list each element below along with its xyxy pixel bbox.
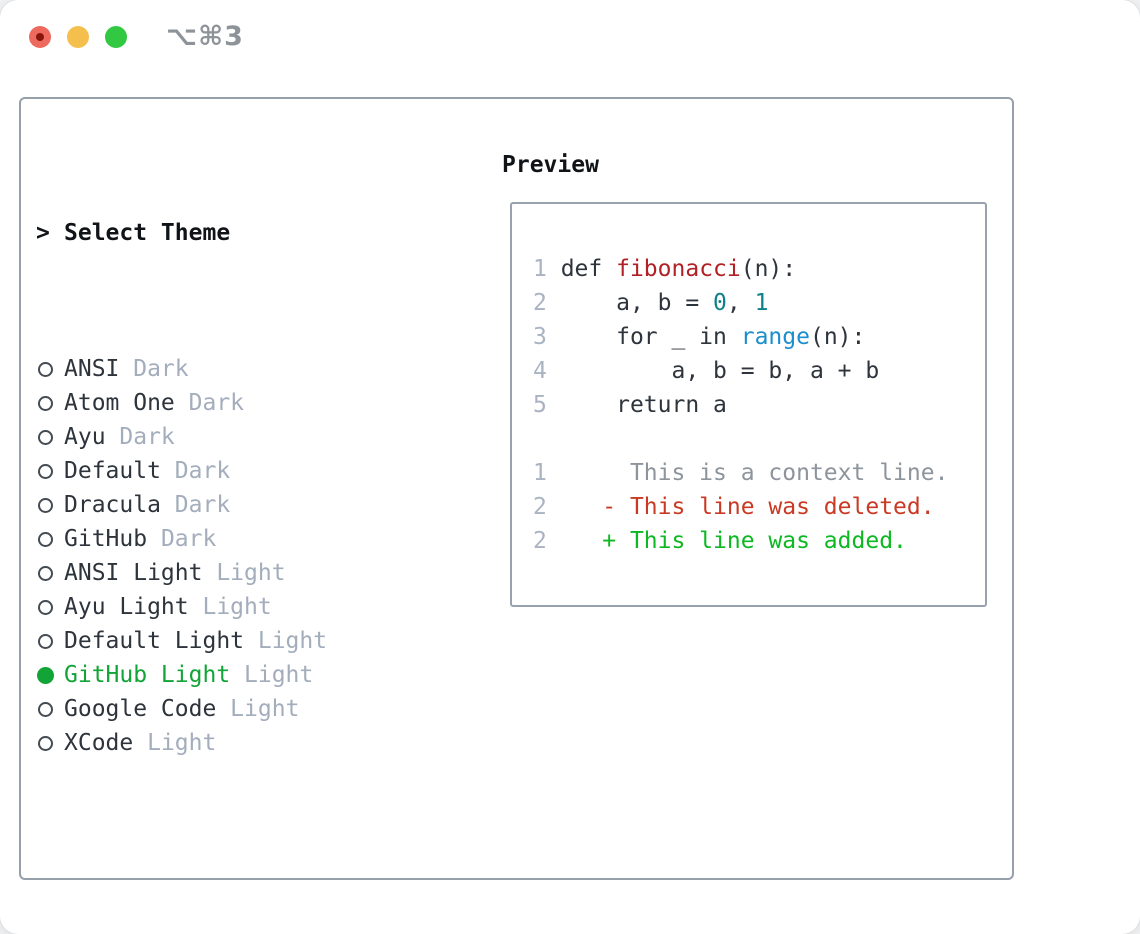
select-theme-header-label: Select Theme [64,220,231,246]
theme-variant: Dark [105,424,175,450]
code-segment-code: def [546,256,617,282]
theme-option-xcode[interactable]: XCode Light [36,726,424,760]
code-line: 5 return a [533,388,985,422]
theme-name: Ayu Light [64,594,189,620]
titlebar: ⌥⌘3 [0,0,1140,72]
window-title: ⌥⌘3 [166,21,244,52]
selection-caret-icon: > [36,220,50,246]
code-segment-num: 2 [533,528,547,554]
code-segment-code [547,494,602,520]
zoom-button-icon[interactable] [105,26,127,48]
code-segment-ctx: This is a context line. [546,460,949,486]
theme-option-ayu-light[interactable]: Ayu Light Light [36,590,424,624]
code-segment-del: - This line was deleted. [602,494,935,520]
radio-unselected-icon [38,361,53,377]
code-segment-code [547,528,602,554]
radio-unselected-icon [38,395,53,411]
radio-unselected-icon [38,497,53,513]
theme-name: XCode [64,730,134,756]
theme-name: GitHub [64,526,148,552]
theme-variant: Dark [160,492,231,518]
radio-unselected-icon [38,633,53,649]
theme-variant: Dark [147,526,217,552]
code-segment-num: 4 [533,358,547,384]
code-segment-lit: 0 [713,290,727,316]
theme-option-atom-one[interactable]: Atom One Dark [36,386,424,420]
code-line: 1 This is a context line. [533,456,985,490]
theme-variant: Dark [119,356,189,382]
theme-variant: Light [202,560,286,586]
code-segment-call: range [740,324,810,350]
code-segment-code: (n): [740,256,797,282]
theme-variant: Dark [174,390,245,416]
theme-option-ansi-light[interactable]: ANSI Light Light [36,556,424,590]
radio-unselected-icon [38,463,53,479]
code-segment-code: a, b = b, a + b [546,358,880,384]
radio-unselected-icon [38,565,53,581]
radio-selected-icon [37,666,54,684]
code-segment-code: for _ in [546,324,741,350]
code-segment-num: 1 [533,256,547,282]
radio-unselected-icon [38,599,53,615]
radio-unselected-icon [38,429,53,445]
code-line: 2 a, b = 0, 1 [533,286,985,320]
theme-name: Default [64,458,161,484]
code-line: 3 for _ in range(n): [533,320,985,354]
code-segment-num: 2 [533,290,547,316]
theme-name: ANSI Light [64,560,203,586]
theme-name: Ayu [64,424,106,450]
code-segment-num: 1 [533,460,547,486]
theme-name: ANSI [64,356,120,382]
theme-name: GitHub Light [64,662,231,688]
theme-option-dracula[interactable]: Dracula Dark [36,488,424,522]
code-segment-num: 3 [533,324,547,350]
radio-unselected-icon [38,735,53,751]
code-line [533,422,985,456]
theme-option-default[interactable]: Default Dark [36,454,424,488]
theme-variant: Dark [160,458,231,484]
theme-name: Dracula [64,492,161,518]
code-segment-code: , [726,290,755,316]
code-segment-fn: fibonacci [616,256,741,282]
code-line: 4 a, b = b, a + b [533,354,985,388]
theme-name: Default Light [64,628,245,654]
code-segment-code: return a [546,392,727,418]
code-segment-num: 2 [533,494,547,520]
theme-option-ansi[interactable]: ANSI Dark [36,352,424,386]
spacer [36,862,424,896]
theme-variant: Light [216,696,300,722]
radio-unselected-icon [38,531,53,547]
theme-name: Google Code [64,696,217,722]
code-line: 2 + This line was added. [533,524,985,558]
theme-variant: Light [188,594,272,620]
theme-variant: Light [133,730,217,756]
code-segment-num: 5 [533,392,547,418]
theme-option-ayu[interactable]: Ayu Dark [36,420,424,454]
theme-variant: Light [244,628,328,654]
theme-option-google-code[interactable]: Google Code Light [36,692,424,726]
theme-option-default-light[interactable]: Default Light Light [36,624,424,658]
code-segment-lit: 1 [754,290,769,316]
radio-unselected-icon [38,701,53,717]
code-segment-code: (n): [809,324,866,350]
theme-variant: Light [230,662,314,688]
minimize-button-icon[interactable] [67,26,89,48]
preview-header-label: Preview [502,152,599,178]
code-segment-code: a, b = [546,290,714,316]
close-button-icon[interactable] [29,26,51,48]
select-theme-header: > Select Theme [36,216,424,250]
code-line: 2 - This line was deleted. [533,490,985,524]
code-segment-add: + This line was added. [602,528,907,554]
theme-name: Atom One [64,390,175,416]
theme-option-github-light[interactable]: GitHub Light Light [36,658,424,692]
code-line: 1 def fibonacci(n): [533,252,985,286]
theme-option-github[interactable]: GitHub Dark [36,522,424,556]
